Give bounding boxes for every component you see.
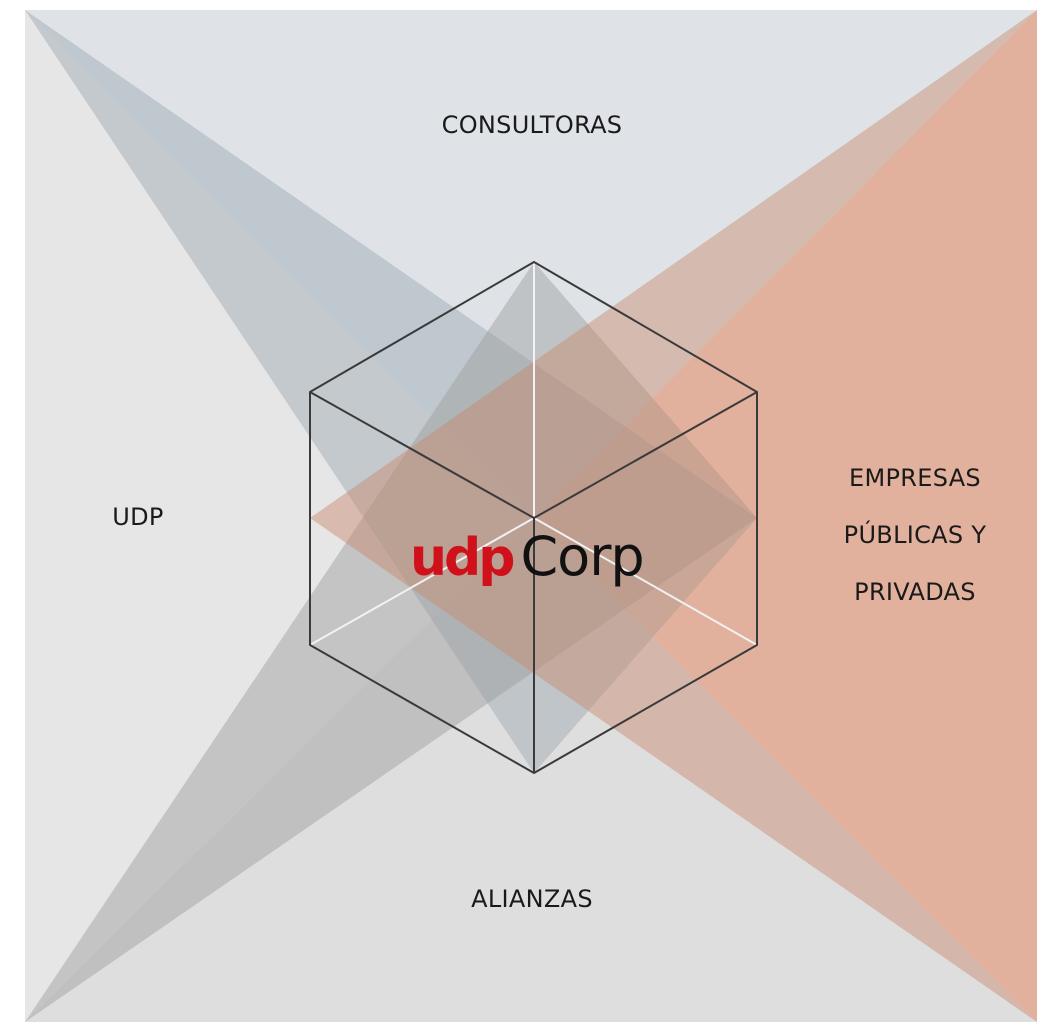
- label-empresas-publicas-privadas: EMPRESAS PÚBLICAS Y PRIVADAS: [803, 450, 1027, 621]
- copper-triangle: [310, 10, 1037, 1022]
- cube-outline: [309, 261, 758, 774]
- label-right-line-3: PRIVADAS: [854, 578, 976, 606]
- label-right-line-1: EMPRESAS: [849, 464, 981, 492]
- label-alianzas: ALIANZAS: [471, 885, 593, 913]
- gray-triangle: [25, 262, 757, 1022]
- quadrant-bottom-alianzas: [25, 518, 1037, 1022]
- steel-triangle: [25, 10, 757, 773]
- logo-udp-text: udp: [410, 528, 515, 588]
- label-consultoras: CONSULTORAS: [441, 111, 623, 139]
- label-right-line-2: PÚBLICAS Y: [843, 521, 987, 549]
- logo-corp-text: Corp: [520, 525, 644, 588]
- quadrant-right-empresas: [534, 10, 1037, 1022]
- label-udp: UDP: [112, 503, 164, 531]
- udpcorp-logo: udp Corp: [410, 525, 645, 605]
- cube-inner-edges: [309, 262, 758, 646]
- quadrant-left-udp: [25, 10, 534, 1022]
